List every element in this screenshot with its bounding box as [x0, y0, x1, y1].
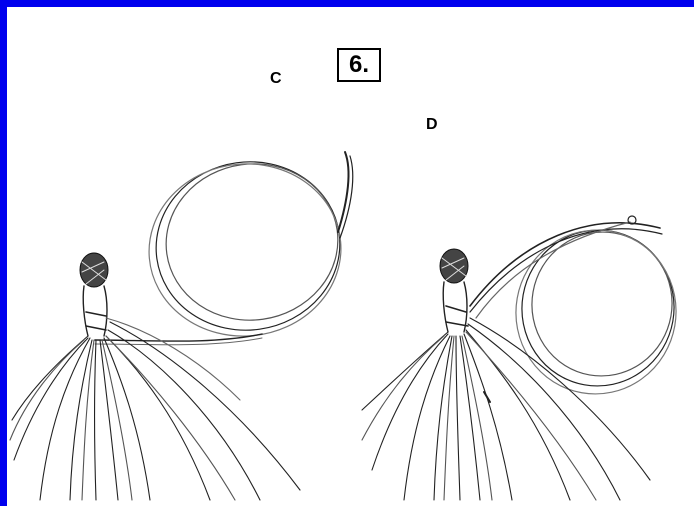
panel-d-illustration	[362, 216, 689, 500]
panel-c-illustration	[10, 150, 353, 500]
tassel-strands-c	[10, 318, 300, 500]
tassel-head-d	[440, 249, 468, 332]
tassel-head-c	[80, 253, 108, 336]
loop-coil-d	[470, 216, 689, 407]
loop-coil-c	[142, 150, 353, 344]
tassel-strands-d	[362, 318, 650, 500]
